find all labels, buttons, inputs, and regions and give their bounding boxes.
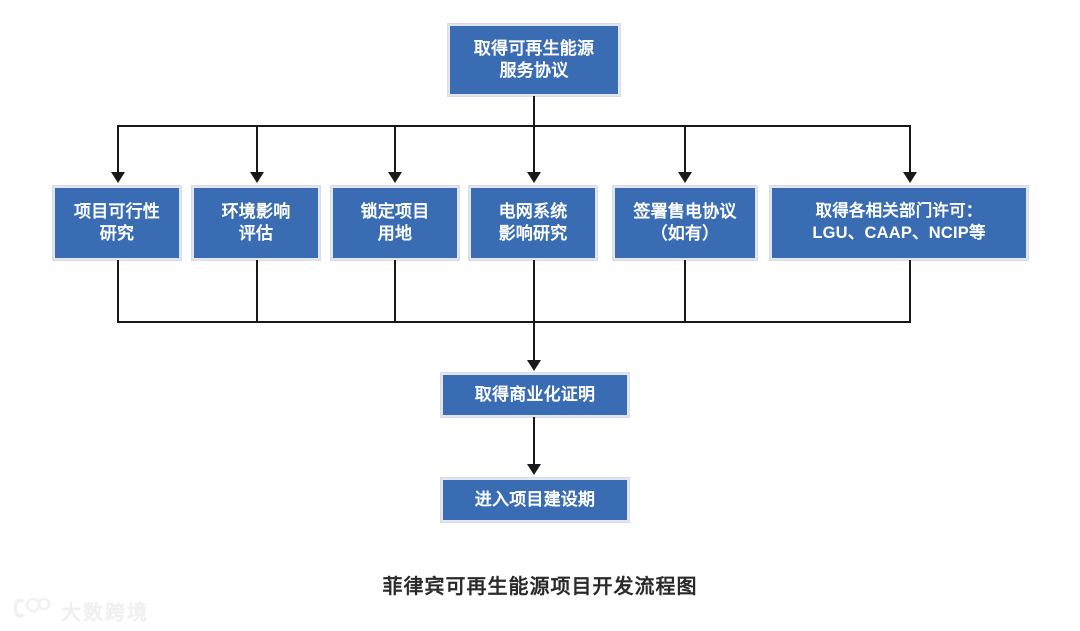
connector-drop-ppa [684,125,686,173]
arrowhead-eia [250,172,264,183]
flow-node-grid[interactable]: 电网系统 影响研究 [469,186,597,260]
connector-distribution-bar [117,125,911,127]
connector-drop-eia [256,125,258,173]
arrowhead-grid [527,172,541,183]
arrowhead-coc [527,360,541,371]
connector-coc-to-construction [533,417,535,465]
flow-node-ppa[interactable]: 签署售电协议 （如有） [613,186,757,260]
flow-node-land[interactable]: 锁定项目 用地 [331,186,459,260]
connector-collector-to-coc [533,321,535,361]
arrowhead-permits [903,172,917,183]
dashu-logo-icon [12,596,54,625]
connector-drop-grid [533,125,535,173]
arrowhead-construction [527,464,541,475]
watermark-text: 大数跨境 [61,602,149,624]
connector-riser-ppa [684,260,686,322]
arrowhead-feasibility [111,172,125,183]
flow-node-permits[interactable]: 取得各相关部门许可： LGU、CAAP、NCIP等 [770,186,1028,260]
connector-riser-land [394,260,396,322]
flow-node-feasibility[interactable]: 项目可行性 研究 [53,186,181,260]
connector-riser-feasibility [117,260,119,322]
flow-node-construction[interactable]: 进入项目建设期 [441,478,629,522]
connector-collector-bar [117,321,911,323]
connector-start-stem [533,96,535,126]
arrowhead-ppa [678,172,692,183]
watermark: 大数跨境 [12,596,149,625]
connector-drop-permits [909,125,911,173]
diagram-caption: 菲律宾可再生能源项目开发流程图 [382,576,698,598]
flow-node-eia[interactable]: 环境影响 评估 [192,186,320,260]
connector-riser-permits [909,260,911,322]
flow-node-coc[interactable]: 取得商业化证明 [441,373,629,417]
arrowhead-land [388,172,402,183]
connector-drop-land [394,125,396,173]
connector-drop-feasibility [117,125,119,173]
connector-riser-eia [256,260,258,322]
connector-riser-grid [533,260,535,322]
flow-node-rsc[interactable]: 取得可再生能源 服务协议 [448,24,620,96]
